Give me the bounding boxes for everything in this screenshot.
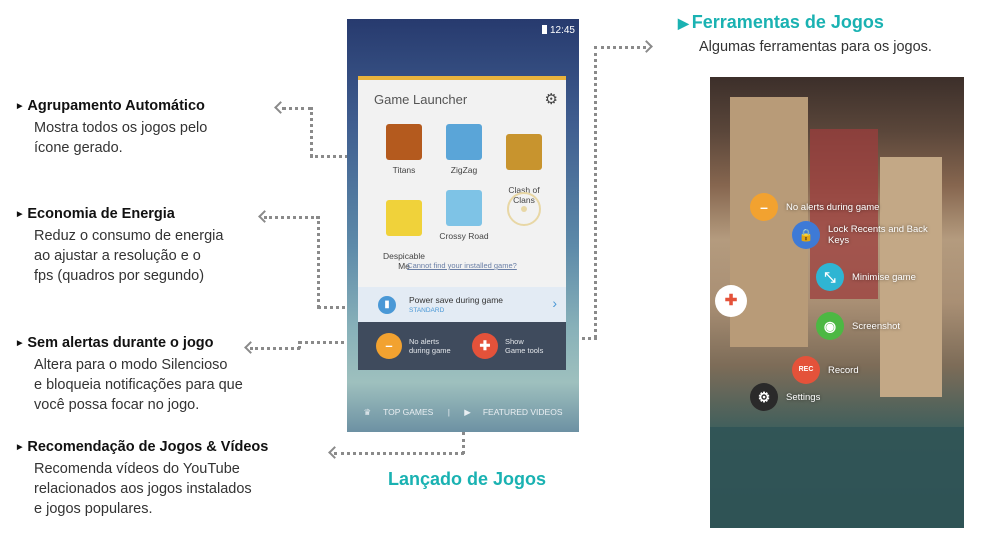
launcher-bottom-bar: ♛ TOP GAMES | ▶ FEATURED VIDEOS bbox=[347, 407, 579, 418]
feature-desc: Recomenda vídeos do YouTube relacionados… bbox=[34, 461, 252, 517]
tools-section-desc: Algumas ferramentas para os jogos. bbox=[699, 39, 932, 55]
game-tools-float-button[interactable]: ✚ bbox=[715, 285, 747, 317]
minimise-icon: ⤡ bbox=[816, 263, 844, 291]
power-save-mode: STANDARD bbox=[409, 307, 445, 314]
clash-of-clans-game-icon bbox=[506, 134, 542, 170]
connector-arrow bbox=[640, 40, 653, 53]
connector-line bbox=[594, 46, 646, 49]
tool-minimise[interactable]: ⤡ Minimise game bbox=[816, 263, 916, 291]
feature-title: Recomendação de Jogos & Vídeos bbox=[17, 438, 292, 459]
record-icon: REC bbox=[792, 356, 820, 384]
feature-no-alerts: Sem alertas durante o jogo Altera para o… bbox=[17, 334, 292, 415]
launcher-title: Game Launcher bbox=[374, 92, 468, 107]
game-label: Crossy Road bbox=[439, 231, 489, 241]
despicable-me-game-icon bbox=[386, 200, 422, 236]
add-game-slot[interactable] bbox=[495, 190, 553, 228]
game-scene-tower bbox=[880, 157, 942, 397]
tools-section-title: ▶Ferramentas de Jogos bbox=[678, 12, 884, 33]
connector-line bbox=[298, 341, 376, 344]
connector-line bbox=[462, 432, 465, 454]
tools-title-text: Ferramentas de Jogos bbox=[691, 12, 884, 32]
game-launcher-card: Game Launcher ⚙ Titans ZigZag Clash of C… bbox=[358, 76, 566, 370]
battery-save-icon: ▮ bbox=[378, 296, 396, 314]
game-scene-water bbox=[710, 427, 964, 528]
tool-label: Minimise game bbox=[852, 271, 916, 283]
crossy-road-game-icon bbox=[446, 190, 482, 226]
featured-videos-tab[interactable]: FEATURED VIDEOS bbox=[482, 407, 563, 417]
connector-line bbox=[310, 155, 348, 158]
game-launcher-screenshot: 12:45 Game Launcher ⚙ Titans ZigZag Clas… bbox=[347, 19, 579, 432]
gear-icon: ⚙ bbox=[750, 383, 778, 411]
feature-title: Sem alertas durante o jogo bbox=[17, 334, 292, 355]
connector-line bbox=[317, 216, 320, 308]
triangle-right-icon: ▶ bbox=[678, 15, 689, 31]
status-time: 12:45 bbox=[549, 25, 575, 36]
feature-power-save: Economia de Energia Reduz o consumo de e… bbox=[17, 205, 292, 286]
cannot-find-link[interactable]: Cannot find your installed game? bbox=[407, 261, 517, 270]
power-save-row[interactable]: ▮ Power save during game STANDARD › bbox=[358, 287, 566, 322]
feature-desc: Reduz o consumo de energia ao ajustar a … bbox=[34, 228, 224, 284]
tool-screenshot[interactable]: ◉ Screenshot bbox=[816, 312, 900, 340]
connector-arrow bbox=[328, 446, 341, 459]
play-icon: ▶ bbox=[464, 407, 471, 417]
tool-label: Record bbox=[828, 364, 859, 376]
connector-line bbox=[264, 216, 319, 219]
connector-line bbox=[334, 452, 464, 455]
tool-no-alerts[interactable]: – No alerts during game bbox=[750, 193, 879, 221]
battery-icon bbox=[541, 25, 547, 34]
add-game-icon bbox=[507, 192, 541, 226]
lock-icon: 🔒 bbox=[792, 221, 820, 249]
no-alerts-icon: – bbox=[750, 193, 778, 221]
game-tools-icon[interactable]: ✚ bbox=[472, 333, 498, 359]
connector-line bbox=[298, 341, 301, 349]
no-alerts-icon[interactable]: – bbox=[376, 333, 402, 359]
screenshot-icon: ◉ bbox=[816, 312, 844, 340]
chevron-right-icon: › bbox=[552, 295, 557, 311]
tool-label: No alerts during game bbox=[786, 201, 880, 213]
feature-recommendations: Recomendação de Jogos & Vídeos Recomenda… bbox=[17, 438, 292, 519]
feature-auto-grouping: Agrupamento Automático Mostra todos os j… bbox=[17, 97, 292, 158]
game-label: ZigZag bbox=[450, 165, 478, 175]
status-bar: 12:45 bbox=[541, 25, 575, 36]
feature-title: Agrupamento Automático bbox=[17, 97, 292, 118]
connector-line bbox=[282, 107, 312, 110]
tool-label: Screenshot bbox=[852, 320, 901, 332]
connector-line bbox=[310, 107, 313, 157]
zigzag-game-icon bbox=[446, 124, 482, 160]
launcher-tools-row: – No alerts during game ✚ Show Game tool… bbox=[358, 322, 566, 370]
feature-desc: Mostra todos os jogos pelo ícone gerado. bbox=[34, 120, 208, 156]
game-tools-screenshot: ✚ – No alerts during game 🔒 Lock Recents… bbox=[710, 77, 964, 528]
feature-title: Economia de Energia bbox=[17, 205, 292, 226]
feature-desc: Altera para o modo Silencioso e bloqueia… bbox=[34, 357, 243, 413]
game-tools-label: Show Game tools bbox=[505, 337, 544, 355]
top-games-tab[interactable]: TOP GAMES bbox=[383, 407, 434, 417]
game-tile-despicable-me[interactable]: Despicable Me bbox=[375, 190, 433, 281]
connector-line bbox=[594, 46, 597, 338]
tab-divider: | bbox=[447, 407, 450, 417]
tool-label: Settings bbox=[786, 391, 821, 403]
no-alerts-label: No alerts during game bbox=[409, 337, 451, 355]
game-tile-crossy-road[interactable]: Crossy Road bbox=[435, 190, 493, 241]
gear-icon[interactable]: ⚙ bbox=[544, 91, 558, 108]
crown-icon: ♛ bbox=[363, 407, 372, 417]
game-label: Despicable Me bbox=[382, 251, 426, 271]
tool-record[interactable]: REC Record bbox=[792, 356, 859, 384]
launcher-caption: Lançado de Jogos bbox=[388, 469, 547, 489]
tool-lock-keys[interactable]: 🔒 Lock Recents and Back Keys bbox=[792, 221, 928, 249]
power-save-title: Power save during game bbox=[409, 295, 504, 305]
game-label: Titans bbox=[392, 165, 416, 175]
game-tile-titans[interactable]: Titans bbox=[375, 124, 433, 175]
tool-settings[interactable]: ⚙ Settings bbox=[750, 383, 820, 411]
game-tile-zigzag[interactable]: ZigZag bbox=[435, 124, 493, 175]
tool-label: Lock Recents and Back Keys bbox=[828, 224, 928, 246]
titans-game-icon bbox=[386, 124, 422, 160]
connector-line bbox=[250, 347, 300, 350]
